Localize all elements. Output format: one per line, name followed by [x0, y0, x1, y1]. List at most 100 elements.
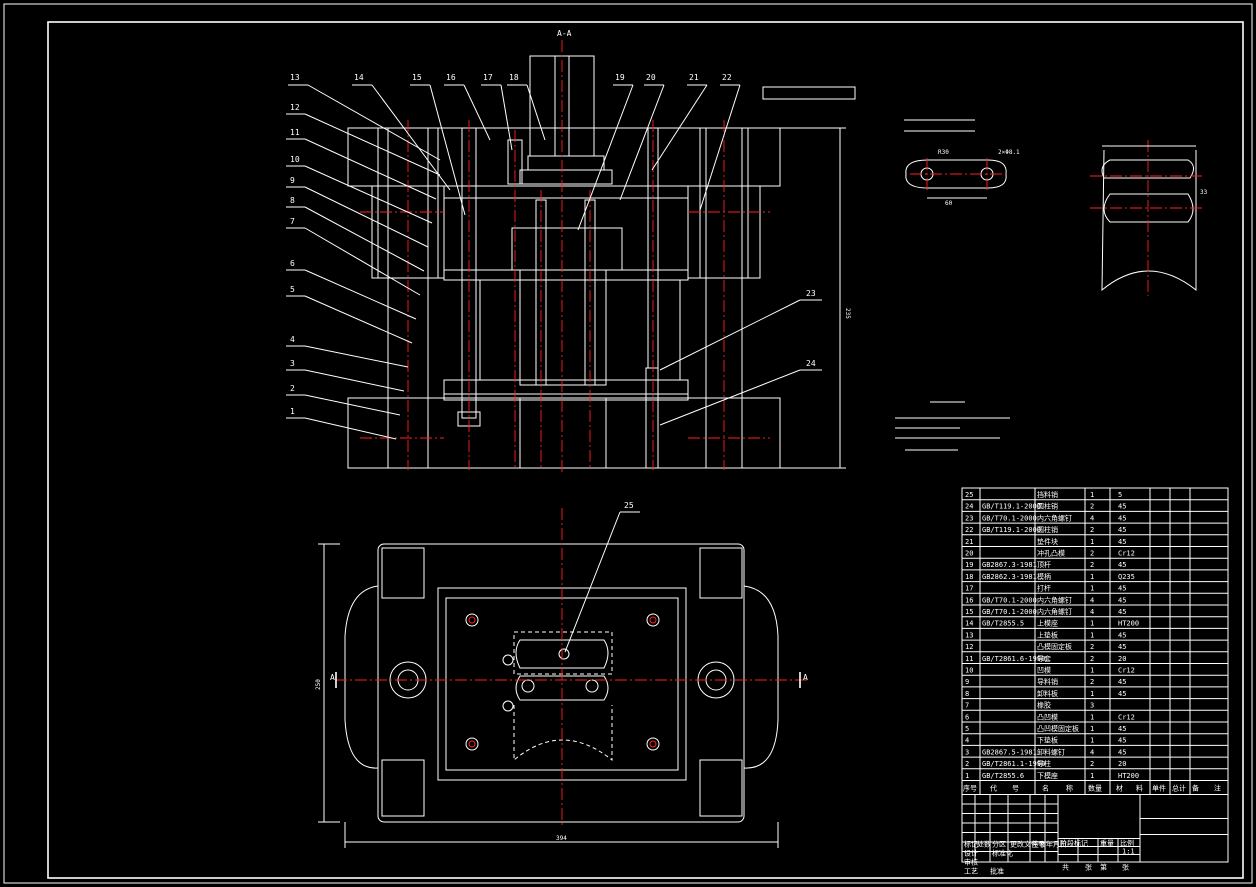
plan-view: A A 394 250 — [315, 508, 808, 848]
bom-header: 材 — [1116, 784, 1123, 793]
detail-dim-r: R30 — [938, 149, 949, 156]
section-mark-left: A — [330, 673, 335, 682]
bom-cell: 1 — [1090, 667, 1094, 675]
bom-cell: 18 — [965, 573, 973, 581]
bom-cell: 橡胶 — [1037, 701, 1051, 710]
bom-cell: 12 — [965, 643, 973, 651]
part-number-top: 15 — [412, 73, 422, 82]
bom-cell: 45 — [1118, 526, 1126, 534]
part-number-left: 11 — [290, 128, 300, 137]
bom-cell: 6 — [965, 713, 969, 721]
section-mark-right: A — [803, 673, 808, 682]
bom-header: 代 — [990, 784, 997, 793]
part-number-left: 3 — [290, 359, 295, 368]
bom-header: 总计 — [1172, 784, 1186, 793]
bom-header: 料 — [1136, 784, 1143, 793]
rubber-block-left — [479, 279, 521, 381]
bom-header: 数量 — [1088, 784, 1102, 793]
part-number-left: 6 — [290, 259, 295, 268]
part-number-left: 7 — [290, 217, 295, 226]
bom-cell: Cr12 — [1118, 550, 1135, 558]
title-block-label: 年月日 — [1046, 840, 1067, 849]
bom-cell: 24 — [965, 503, 973, 511]
bom-cell: 10 — [965, 667, 973, 675]
bom-cell: 45 — [1118, 725, 1126, 733]
dim-bottom-width: 394 — [556, 835, 567, 842]
bom-cell: 21 — [965, 538, 973, 546]
part-number-top: 17 — [483, 73, 493, 82]
bom-cell: 25 — [965, 491, 973, 499]
bom-cell: 45 — [1118, 514, 1126, 522]
bom-cell: 4 — [1090, 596, 1094, 604]
bom-cell: 1 — [1090, 772, 1094, 780]
bom-cell: 垫件块 — [1037, 537, 1058, 546]
bom-header: 称 — [1066, 784, 1073, 793]
bom-cell: 45 — [1118, 748, 1126, 756]
bom-cell: GB/T2855.5 — [982, 620, 1024, 628]
bom-cell: 4 — [965, 737, 969, 745]
bom-cell: 22 — [965, 526, 973, 534]
part-number-left: 5 — [290, 285, 295, 294]
title-block-label: 张 — [1122, 863, 1129, 872]
bom-cell: GB/T2855.6 — [982, 772, 1024, 780]
bom-cell: 1 — [1090, 573, 1094, 581]
bom-cell: 19 — [965, 561, 973, 569]
bom-header: 序号 — [963, 784, 977, 793]
bom-cell: 45 — [1118, 561, 1126, 569]
bom-cell: 1 — [1090, 585, 1094, 593]
bom-cell: 20 — [965, 550, 973, 558]
strip-layout-detail: 33 — [1090, 140, 1208, 296]
part-number-right: 23 — [806, 289, 816, 298]
part-number-top: 20 — [646, 73, 656, 82]
title-block-label: 阶段标记 — [1060, 839, 1088, 848]
bom-cell: 1 — [1090, 725, 1094, 733]
bom-header: 备 — [1192, 784, 1199, 793]
part-number-top: 13 — [290, 73, 300, 82]
die-block — [443, 269, 689, 281]
bom-cell: 1 — [1090, 737, 1094, 745]
bom-cell: 45 — [1118, 538, 1126, 546]
bom-cell: 模柄 — [1037, 572, 1051, 581]
bom-cell: 顶杆 — [1037, 560, 1051, 569]
bom-cell: 45 — [1118, 596, 1126, 604]
bom-cell: GB2862.3-1981 — [982, 573, 1037, 581]
part-number-top: 16 — [446, 73, 456, 82]
bom-cell: 内六角螺钉 — [1037, 595, 1072, 604]
bom-cell: GB2867.3-1981 — [982, 561, 1037, 569]
bom-cell: 7 — [965, 702, 969, 710]
bom-cell: 打杆 — [1037, 584, 1051, 593]
bom-cell: 23 — [965, 514, 973, 522]
part-number-left: 12 — [290, 103, 300, 112]
bom-cell: 4 — [1090, 608, 1094, 616]
bom-cell: 1 — [1090, 713, 1094, 721]
bom-cell: 2 — [1090, 550, 1094, 558]
title-block-label: 共 — [1062, 863, 1069, 872]
part-number-left: 4 — [290, 335, 295, 344]
inner-frame — [47, 21, 1244, 879]
title-block-label: 批准 — [990, 867, 1004, 876]
title-block-label: 审核 — [964, 858, 978, 867]
section-label: A-A — [557, 29, 572, 38]
title-block-label: 签名 — [1032, 840, 1046, 849]
bom-cell: GB/T2861.1-1990 — [982, 760, 1045, 768]
bom-cell: 内六角螺钉 — [1037, 513, 1072, 522]
bom-cell: 下垫板 — [1037, 736, 1058, 745]
bom-cell: HT200 — [1118, 620, 1139, 628]
bom-cell: 45 — [1118, 643, 1126, 651]
bom-cell: 20 — [1118, 760, 1126, 768]
bom-cell: 45 — [1118, 585, 1126, 593]
title-block-label: 标记 — [964, 840, 978, 849]
title-block-label: 更改文件号 — [1010, 840, 1045, 849]
bom-header: 注 — [1214, 784, 1221, 793]
bom-cell: 上模座 — [1037, 619, 1058, 628]
bom-cell: 16 — [965, 596, 973, 604]
bom-cell: 1 — [965, 772, 969, 780]
part-number-left: 9 — [290, 176, 295, 185]
bom-cell: 凹模 — [1037, 666, 1051, 675]
bom-cell: Cr12 — [1118, 667, 1135, 675]
bom-cell: 2 — [965, 760, 969, 768]
part-number-left: 1 — [290, 407, 295, 416]
bom-cell: Q235 — [1118, 573, 1135, 581]
title-block-label: 重量 — [1100, 840, 1114, 848]
